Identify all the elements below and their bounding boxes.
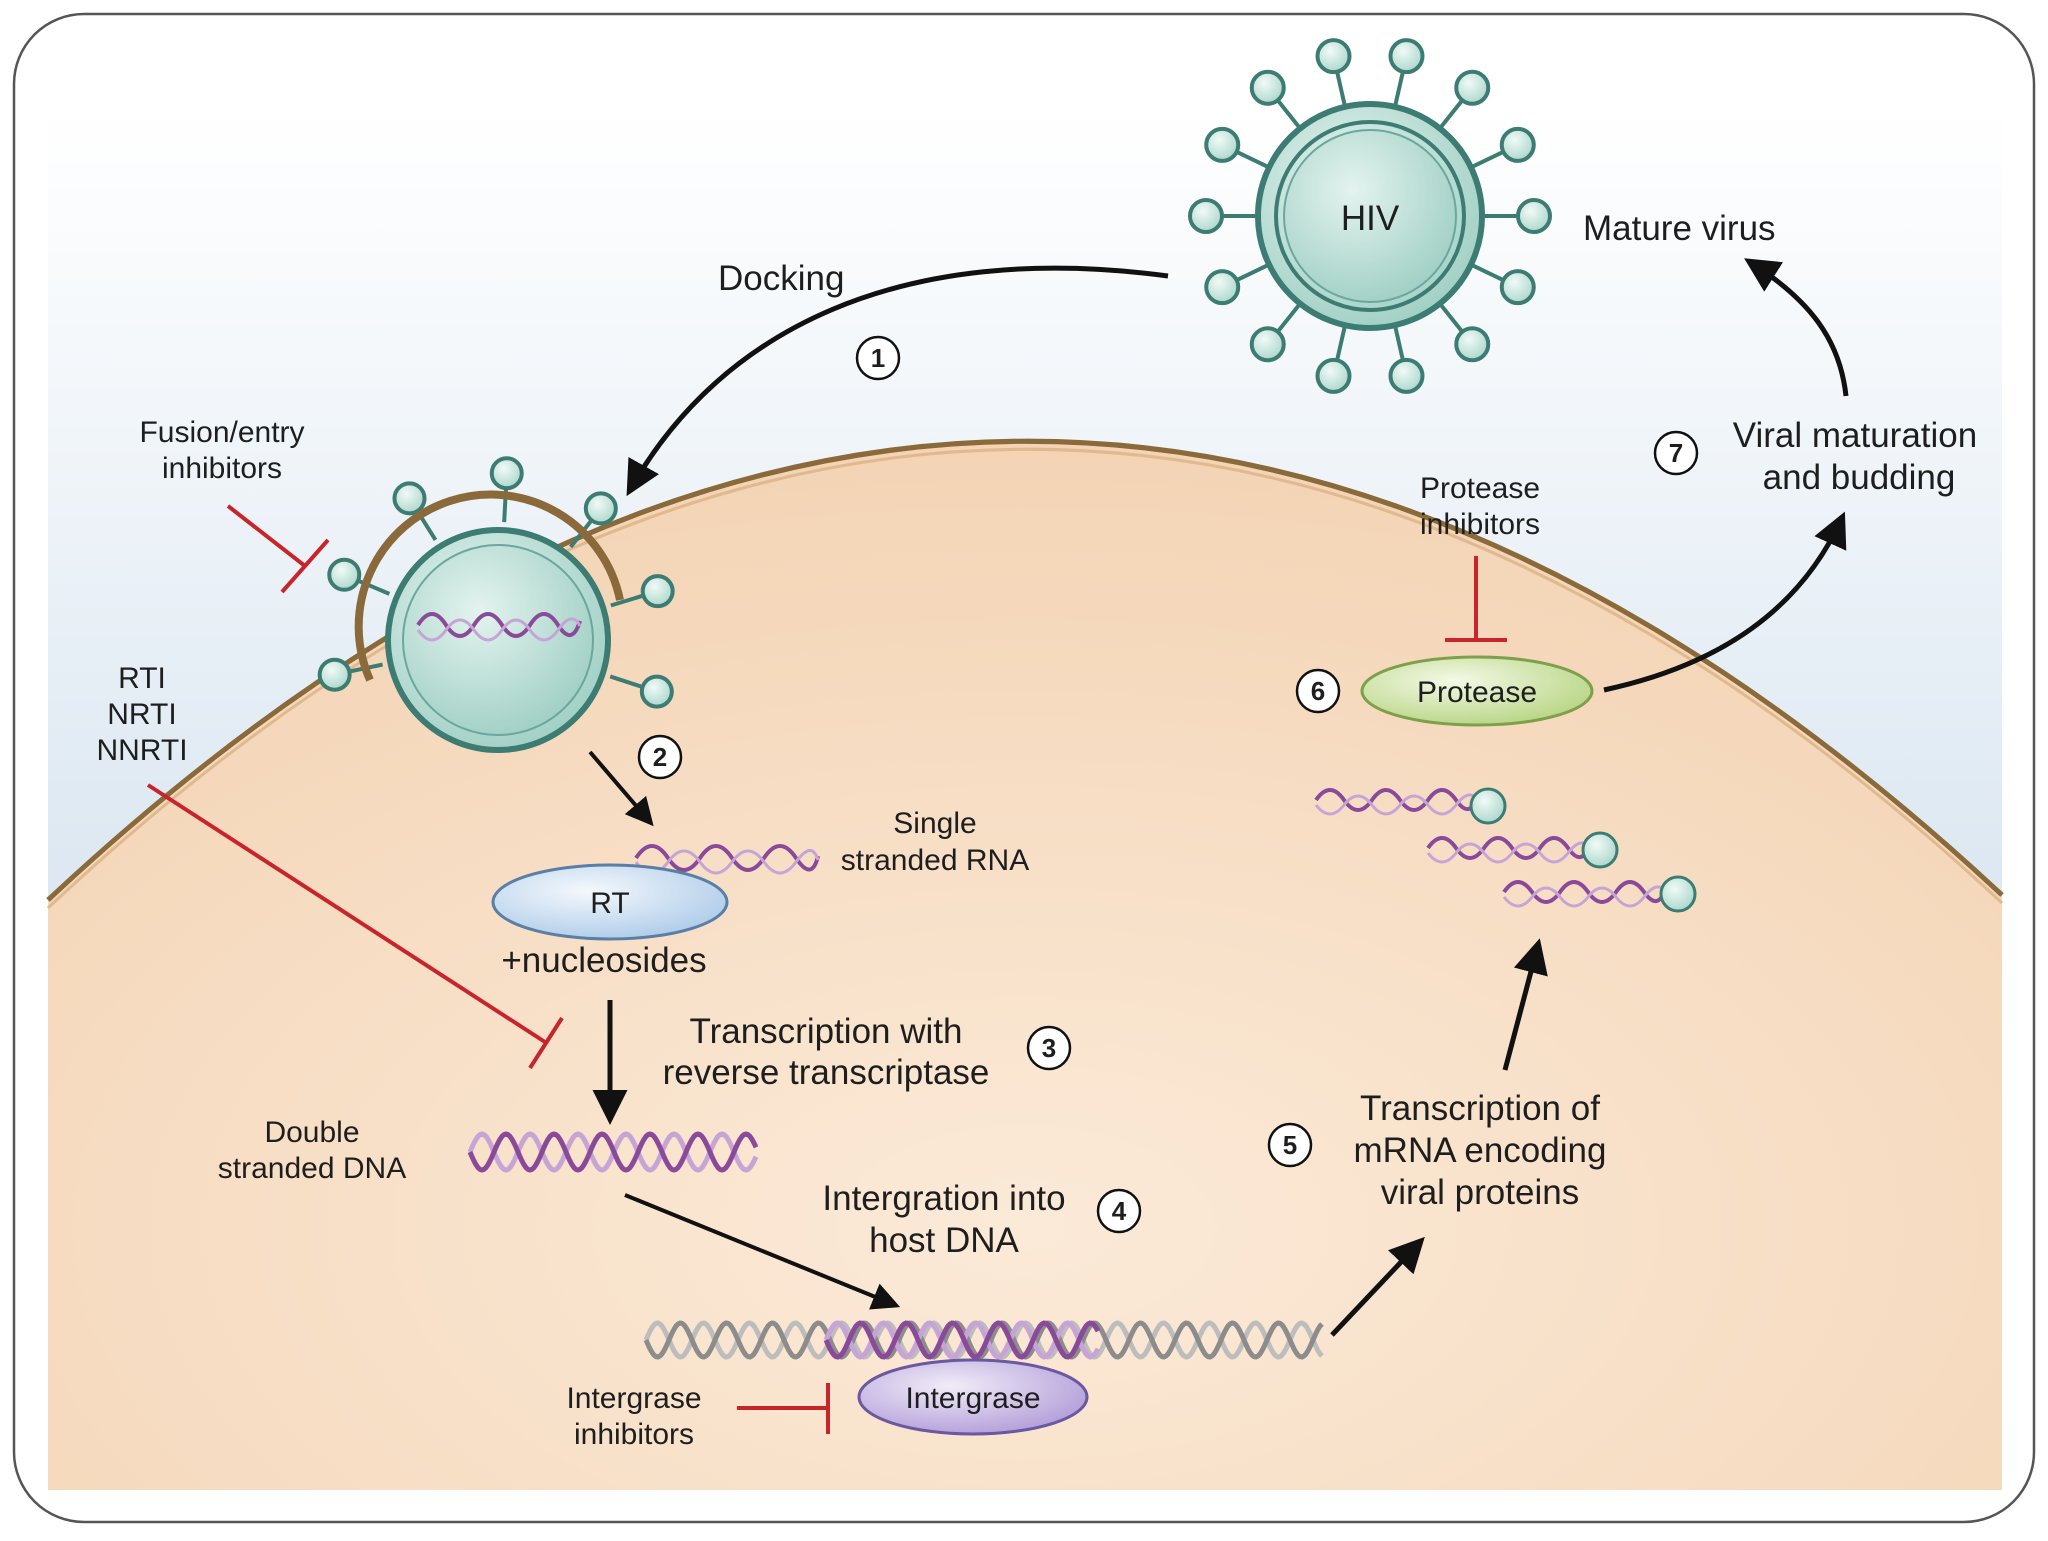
step-7-marker bbox=[1653, 430, 1699, 476]
fusion-inhibitors-label-1: Fusion/entry bbox=[139, 416, 304, 449]
mrna-strands bbox=[1314, 787, 1697, 913]
fusion-inhibitor-line bbox=[226, 504, 307, 568]
fusion-inhibitor-bar bbox=[280, 538, 330, 594]
rti-inhibitor-bar bbox=[528, 1016, 564, 1070]
step-3-marker bbox=[1026, 1025, 1072, 1071]
integrase-enzyme bbox=[857, 1358, 1089, 1436]
single-rna-label-1: Single bbox=[893, 807, 976, 840]
hiv-label: HIV bbox=[1341, 199, 1400, 238]
step-1-marker bbox=[855, 335, 901, 381]
step-2-marker bbox=[637, 734, 683, 780]
rt-label: RT bbox=[590, 887, 629, 920]
budding-to-mature-arrow bbox=[1744, 258, 1849, 397]
protease-enzyme bbox=[1360, 655, 1594, 727]
protease-inhibitors-label-2: inhibitors bbox=[1420, 508, 1540, 541]
maturation-label-2: and budding bbox=[1763, 458, 1956, 497]
hiv-virion: HIV bbox=[1188, 38, 1552, 394]
docking-label: Docking bbox=[718, 259, 844, 298]
step-5-marker bbox=[1267, 1122, 1313, 1168]
protease-inhibitors-label-1: Protease bbox=[1420, 472, 1540, 505]
double-dna-label-1: Double bbox=[264, 1116, 359, 1149]
protease-label: Protease bbox=[1417, 676, 1537, 709]
integrase-inhibitors-label-2: inhibitors bbox=[574, 1418, 694, 1451]
step-2-arrow bbox=[588, 750, 654, 827]
step-6-number: 6 bbox=[1311, 676, 1325, 706]
step-5-arrow bbox=[1330, 1236, 1425, 1337]
transcription-mrna-label-2: mRNA encoding bbox=[1354, 1131, 1607, 1170]
transcription-mrna-label-1: Transcription of bbox=[1360, 1089, 1600, 1128]
mrna-up-arrow bbox=[1502, 938, 1548, 1071]
step-6-marker bbox=[1295, 668, 1341, 714]
single-stranded-rna bbox=[634, 844, 820, 875]
docking-virion bbox=[317, 456, 675, 753]
integration-label-1: Intergration into bbox=[822, 1179, 1065, 1218]
transcription-mrna-label-3: viral proteins bbox=[1381, 1173, 1579, 1212]
maturation-label-1: Viral maturation bbox=[1733, 416, 1977, 455]
step-4-arrow bbox=[624, 1193, 901, 1310]
rti-inhibitor-line bbox=[146, 783, 547, 1044]
integration-label-2: host DNA bbox=[869, 1221, 1019, 1260]
protease-to-budding-arrow bbox=[1603, 511, 1847, 693]
nrti-label: NRTI bbox=[107, 698, 176, 731]
integrase-label: Intergrase bbox=[905, 1382, 1040, 1415]
transcription-rt-label-2: reverse transcriptase bbox=[663, 1053, 990, 1092]
double-stranded-dna bbox=[467, 1131, 759, 1173]
double-dna-label-2: stranded DNA bbox=[218, 1152, 406, 1185]
nnrti-label: NNRTI bbox=[96, 734, 187, 767]
integrase-inhibitors-label-1: Intergrase bbox=[566, 1382, 701, 1415]
nucleosides-label: +nucleosides bbox=[501, 941, 706, 980]
docking-arrow bbox=[626, 265, 1169, 497]
step-1-number: 1 bbox=[871, 343, 885, 373]
mrna-strand bbox=[1314, 787, 1507, 825]
reverse-transcriptase bbox=[491, 863, 729, 941]
single-rna-label-2: stranded RNA bbox=[841, 844, 1029, 877]
step-4-number: 4 bbox=[1112, 1196, 1127, 1226]
fusion-inhibitors-label-2: inhibitors bbox=[162, 452, 282, 485]
step-3-number: 3 bbox=[1042, 1033, 1056, 1063]
transcription-rt-label-1: Transcription with bbox=[690, 1012, 963, 1051]
step-4-marker bbox=[1096, 1188, 1142, 1234]
step-7-number: 7 bbox=[1669, 438, 1683, 468]
step-5-number: 5 bbox=[1283, 1130, 1297, 1160]
mature-virus-label: Mature virus bbox=[1583, 209, 1776, 248]
rti-label: RTI bbox=[118, 662, 166, 695]
step-2-number: 2 bbox=[653, 742, 667, 772]
mrna-strand bbox=[1502, 875, 1697, 913]
host-dna bbox=[643, 1320, 1324, 1360]
mrna-strand bbox=[1426, 831, 1619, 869]
